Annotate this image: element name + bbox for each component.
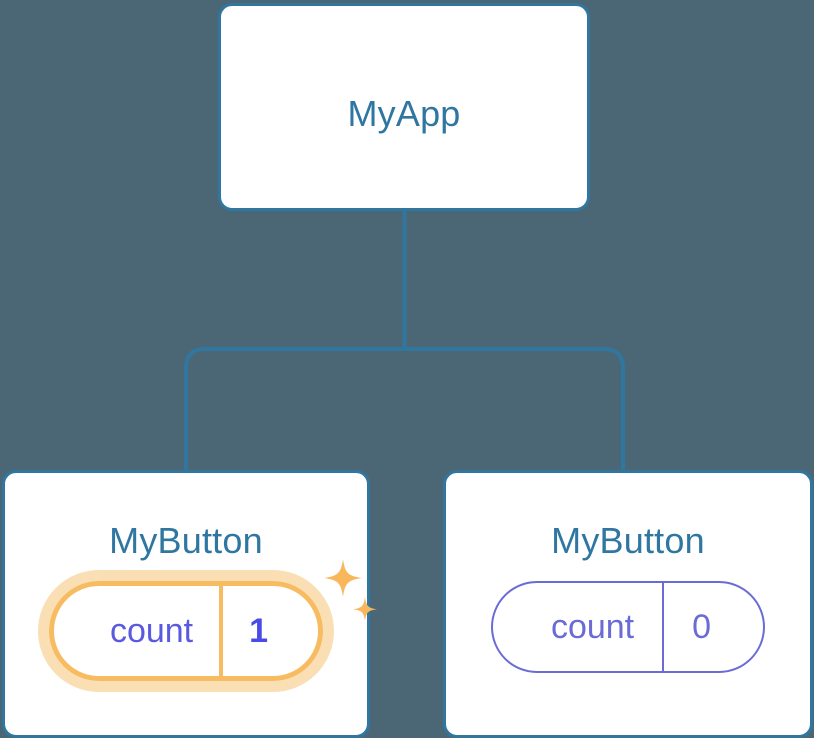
sparkle-icon — [324, 559, 363, 597]
state-value-label: 0 — [662, 583, 763, 671]
node-title: MyButton — [109, 520, 263, 561]
state-pill-container: count 0 — [446, 581, 810, 673]
node-title: MyButton — [551, 520, 705, 561]
state-pill-holder: count 0 — [490, 581, 766, 673]
connector-branch-bus — [184, 347, 625, 472]
state-key-label: count — [550, 608, 635, 646]
node-title: MyApp — [347, 93, 461, 134]
node-mybutton-left[interactable]: MyButton count 1 — [2, 470, 378, 738]
state-pill-container: count 1 — [5, 559, 378, 692]
state-key-label: count — [109, 612, 194, 650]
state-pill-holder: count 1 — [37, 559, 378, 692]
node-myapp[interactable]: MyApp — [218, 3, 590, 211]
state-value-label: 1 — [219, 586, 318, 676]
state-pill-count[interactable]: count 1 — [48, 581, 324, 681]
state-pill-count[interactable]: count 0 — [490, 581, 766, 673]
node-mybutton-right[interactable]: MyButton count 0 — [443, 470, 813, 738]
